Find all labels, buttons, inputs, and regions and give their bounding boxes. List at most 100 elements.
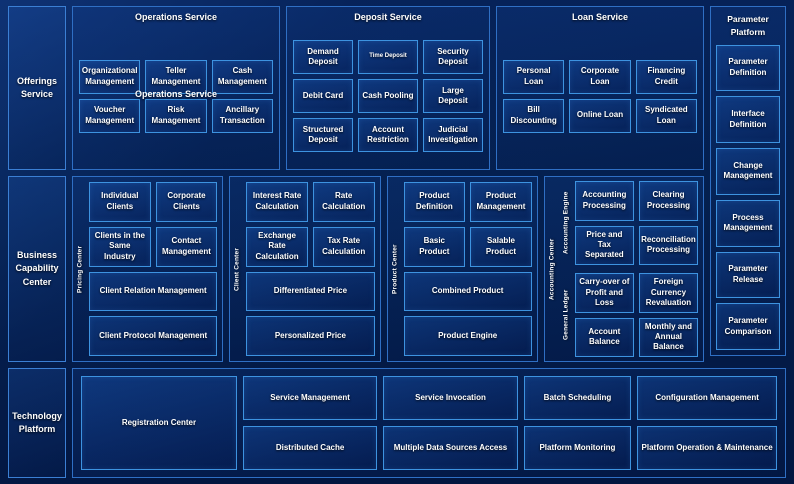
cell-monthly-and-annual-balance[interactable]: Monthly and Annual Balance: [638, 317, 699, 357]
cell-cash-pooling[interactable]: Cash Pooling: [358, 79, 418, 113]
cell-parameter-definition[interactable]: Parameter Definition: [716, 44, 780, 92]
spine-business-capability-center: Business Capability Center: [8, 176, 66, 362]
vlabel-client-center: Client Center: [233, 247, 241, 291]
group-technology-platform: Registration Center Service Management S…: [72, 368, 786, 478]
cell-demand-deposit[interactable]: Demand Deposit: [293, 40, 353, 74]
cell-cash-management[interactable]: Cash Management: [211, 59, 274, 94]
group-accounting-center: Accounting Center Accounting Engine Acco…: [543, 176, 705, 362]
cell-reconciliation-processing[interactable]: Reconciliation Processing: [638, 225, 699, 265]
cell-change-management[interactable]: Change Management: [716, 148, 780, 195]
cell-syndicated-loan[interactable]: Syndicated Loan: [635, 98, 697, 133]
spine-technology-platform: Technology Platform: [8, 368, 66, 478]
rail-title-parameter-platform: Parameter Platform: [727, 14, 769, 37]
cell-interface-definition[interactable]: Interface Definition: [716, 96, 780, 143]
cell-rate-calculation[interactable]: Rate Calculation: [312, 182, 375, 222]
deposit-service-cells: Demand Deposit Time Deposit Security Dep…: [287, 25, 489, 169]
cell-clients-in-the-same-industry[interactable]: Clients in the Same Industry: [89, 226, 151, 267]
loan-service-cells: Personal Loan Corporate Loan Financing C…: [497, 25, 703, 169]
offerings-service-groups: Operations Service Operations Service Or…: [72, 6, 786, 170]
cell-personal-loan[interactable]: Personal Loan: [502, 59, 565, 94]
operations-service-cells: Organizational Management Teller Managem…: [73, 25, 279, 169]
technology-platform-groups: Registration Center Service Management S…: [72, 368, 786, 478]
cell-multiple-data-sources-access[interactable]: Multiple Data Sources Access: [383, 426, 518, 470]
cell-configuration-management[interactable]: Configuration Management: [637, 376, 777, 420]
cell-platform-operation-and-maintenance[interactable]: Platform Operation & Maintenance: [637, 426, 777, 470]
cell-platform-monitoring[interactable]: Platform Monitoring: [523, 426, 632, 470]
cell-foreign-currency-revaluation[interactable]: Foreign Currency Revaluation: [638, 273, 699, 313]
cell-tax-rate-calculation[interactable]: Tax Rate Calculation: [312, 226, 375, 267]
cell-client-relation-management[interactable]: Client Relation Management: [89, 271, 218, 312]
accounting-center-subsections: Accounting Engine Accounting Processing …: [559, 177, 703, 361]
cell-individual-clients[interactable]: Individual Clients: [89, 182, 151, 222]
cell-corporate-clients[interactable]: Corporate Clients: [155, 182, 218, 222]
cell-corporate-loan[interactable]: Corporate Loan: [569, 59, 631, 94]
band-business-capability-center: Business Capability Center Pricing Cente…: [8, 176, 786, 362]
vlabel-accounting-center: Accounting Center: [548, 238, 556, 300]
group-deposit-service: Deposit Service Demand Deposit Time Depo…: [286, 6, 490, 170]
cell-teller-management[interactable]: Teller Management: [145, 59, 207, 94]
cell-account-restriction[interactable]: Account Restriction: [358, 118, 418, 152]
cell-interest-rate-calculation[interactable]: Interest Rate Calculation: [246, 182, 308, 222]
cell-account-balance[interactable]: Account Balance: [574, 317, 634, 357]
vlabel-accounting-engine: Accounting Engine: [562, 191, 570, 255]
cell-service-invocation[interactable]: Service Invocation: [383, 376, 518, 420]
group-client-center: Client Center Interest Rate Calculation …: [229, 176, 381, 362]
cell-contact-management[interactable]: Contact Management: [155, 226, 218, 267]
cell-salable-product[interactable]: Salable Product: [470, 226, 532, 267]
group-pricing-center: Pricing Center Individual Clients Corpor…: [72, 176, 224, 362]
general-ledger-cells: Carry-over of Profit and Loss Foreign Cu…: [573, 269, 703, 361]
cell-batch-scheduling[interactable]: Batch Scheduling: [523, 376, 632, 420]
cell-parameter-comparison[interactable]: Parameter Comparison: [716, 303, 780, 350]
subsection-accounting-engine: Accounting Engine Accounting Processing …: [559, 177, 703, 269]
cell-online-loan[interactable]: Online Loan: [569, 98, 631, 133]
cell-ancillary-transaction[interactable]: Ancillary Transaction: [211, 98, 274, 133]
cell-personalized-price[interactable]: Personalized Price: [246, 316, 375, 356]
cell-carry-over-of-profit-and-loss[interactable]: Carry-over of Profit and Loss: [574, 273, 634, 313]
cell-price-and-tax-separated[interactable]: Price and Tax Separated: [574, 225, 634, 265]
cell-risk-management[interactable]: Risk Management: [145, 98, 207, 133]
cell-clearing-processing[interactable]: Clearing Processing: [638, 181, 699, 221]
cell-financing-credit[interactable]: Financing Credit: [635, 59, 697, 94]
cell-time-deposit[interactable]: Time Deposit: [358, 40, 418, 74]
cell-product-engine[interactable]: Product Engine: [403, 316, 532, 356]
cell-organizational-management[interactable]: Organizational Management: [79, 59, 141, 94]
group-product-center: Product Center Product Definition Produc…: [386, 176, 538, 362]
cell-debit-card[interactable]: Debit Card: [293, 79, 353, 113]
accounting-engine-cells: Accounting Processing Clearing Processin…: [573, 177, 703, 269]
spine-offerings-service: Offerings Service: [8, 6, 66, 170]
technology-platform-cells: Registration Center Service Management S…: [73, 369, 785, 477]
cell-distributed-cache[interactable]: Distributed Cache: [242, 426, 378, 470]
subsection-general-ledger: General Ledger Carry-over of Profit and …: [559, 269, 703, 361]
cell-process-management[interactable]: Process Management: [716, 199, 780, 247]
group-loan-service: Loan Service Personal Loan Corporate Loa…: [495, 6, 704, 170]
client-center-cells: Interest Rate Calculation Rate Calculati…: [244, 177, 379, 361]
cell-parameter-release[interactable]: Parameter Release: [716, 251, 780, 299]
group-title-operations-service: Operations Service: [134, 12, 218, 22]
band-offerings-service: Offerings Service Operations Service Ope…: [8, 6, 786, 170]
cell-basic-product[interactable]: Basic Product: [403, 226, 466, 267]
cell-large-deposit[interactable]: Large Deposit: [422, 79, 483, 113]
cell-client-protocol-management[interactable]: Client Protocol Management: [89, 316, 218, 356]
cell-service-management[interactable]: Service Management: [242, 376, 378, 420]
vlabel-general-ledger: General Ledger: [562, 289, 570, 341]
cell-registration-center[interactable]: Registration Center: [81, 376, 237, 470]
cell-product-management[interactable]: Product Management: [470, 182, 532, 222]
cell-combined-product[interactable]: Combined Product: [403, 271, 532, 312]
band-technology-platform: Technology Platform Registration Center …: [8, 368, 786, 478]
group-operations-service: Operations Service Operations Service Or…: [72, 6, 281, 170]
group-title-deposit-service: Deposit Service: [354, 12, 422, 22]
vlabel-pricing-center: Pricing Center: [76, 245, 84, 293]
cell-bill-discounting[interactable]: Bill Discounting: [502, 98, 565, 133]
cell-differentiated-price[interactable]: Differentiated Price: [246, 271, 375, 312]
cell-security-deposit[interactable]: Security Deposit: [422, 40, 483, 74]
cell-exchange-rate-calculation[interactable]: Exchange Rate Calculation: [246, 226, 308, 267]
cell-structured-deposit[interactable]: Structured Deposit: [293, 118, 353, 152]
group-title-loan-service: Loan Service: [571, 12, 628, 22]
pricing-center-cells: Individual Clients Corporate Clients Cli…: [87, 177, 222, 361]
cell-voucher-management[interactable]: Voucher Management: [79, 98, 141, 133]
cell-product-definition[interactable]: Product Definition: [403, 182, 466, 222]
cell-judicial-investigation[interactable]: Judicial Investigation: [422, 118, 483, 152]
cell-accounting-processing[interactable]: Accounting Processing: [574, 181, 634, 221]
vlabel-product-center: Product Center: [391, 244, 399, 294]
